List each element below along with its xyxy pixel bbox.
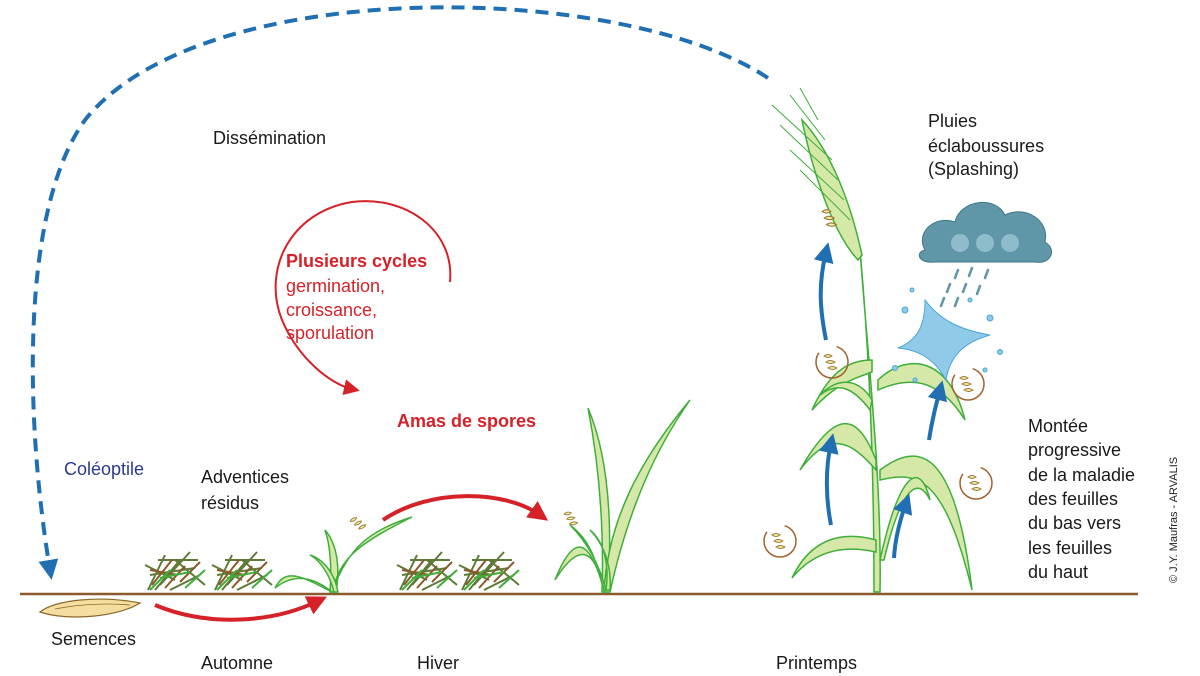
- residue-clump-4: [458, 551, 520, 591]
- pluies-line-3: (Splashing): [928, 159, 1020, 179]
- pluies-line-1: Pluies: [928, 111, 978, 131]
- upward-arrow-4: [892, 493, 913, 559]
- cycles-line-2: croissance,: [286, 300, 378, 320]
- wheat-plant: [771, 87, 973, 593]
- amas-label: Amas de spores: [397, 411, 537, 431]
- montee-line-2: progressive: [1028, 440, 1122, 460]
- rain-cloud-icon: [918, 201, 1052, 263]
- cycles-arrow: [274, 200, 452, 396]
- residue-clump-3: [396, 551, 458, 591]
- coleoptile-label: Coléoptile: [64, 459, 145, 479]
- dissemination-label: Dissémination: [213, 128, 327, 148]
- copyright-credit: © J.Y. Maufras - ARVALIS: [1168, 456, 1180, 583]
- montee-line-4: des feuilles: [1028, 489, 1119, 509]
- semences-label: Semences: [51, 629, 137, 649]
- automne-label: Automne: [201, 653, 274, 673]
- tillering-plant: [554, 399, 691, 593]
- upward-arrow-3: [927, 380, 948, 441]
- seed: [38, 598, 142, 618]
- upward-arrow-2: [813, 242, 834, 341]
- adventices-line-2: résidus: [201, 493, 260, 513]
- hiver-label: Hiver: [417, 653, 460, 673]
- spore-on-seedling: [349, 513, 367, 533]
- residue-clump-1: [144, 551, 206, 591]
- montee-line-5: du bas vers: [1028, 513, 1122, 533]
- montee-line-1: Montée: [1028, 416, 1089, 436]
- spore-cycle-icon-3: [951, 367, 985, 401]
- printemps-label: Printemps: [776, 653, 858, 673]
- spore-on-tiller: [563, 510, 579, 527]
- rain-drops: [939, 266, 990, 308]
- cycles-title-label: Plusieurs cycles: [286, 251, 428, 271]
- montee-line-6: les feuilles: [1028, 538, 1113, 558]
- seed-to-seedling-arrow: [154, 596, 327, 622]
- cycles-line-1: germination,: [286, 276, 386, 296]
- splash-icon: [892, 287, 1003, 383]
- pluies-line-2: éclaboussures: [928, 136, 1045, 156]
- spore-cycle-icon-2: [815, 345, 849, 379]
- young-seedling: [274, 516, 413, 593]
- cycles-line-3: sporulation: [286, 323, 375, 343]
- dissemination-arrow: [30, 5, 770, 580]
- spore-cycle-icon-4: [959, 466, 993, 500]
- montee-line-7: du haut: [1028, 562, 1089, 582]
- montee-line-3: de la maladie: [1028, 465, 1136, 485]
- adventices-line-1: Adventices: [201, 467, 290, 487]
- upward-arrow-1: [819, 433, 839, 526]
- residue-clump-2: [211, 551, 273, 591]
- spore-cycle-icon-1: [763, 524, 797, 558]
- winter-spread-arrow: [381, 494, 549, 522]
